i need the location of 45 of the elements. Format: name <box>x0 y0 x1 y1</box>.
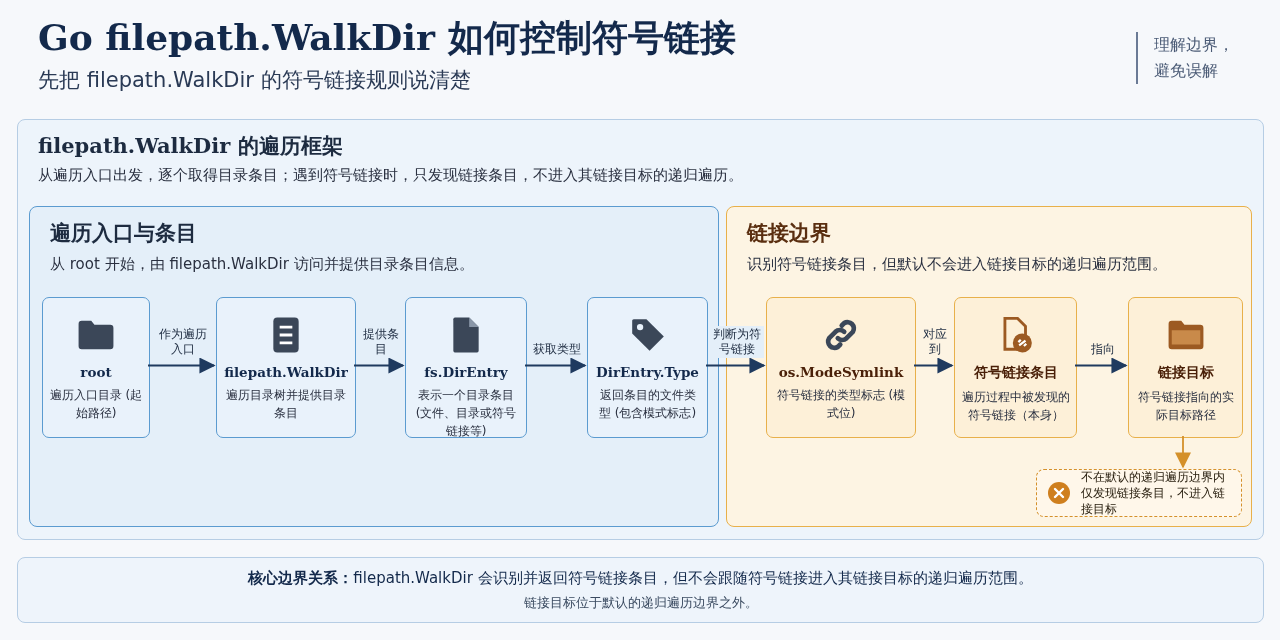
arrow <box>353 357 405 374</box>
concept-card <box>954 297 1077 438</box>
callout-text: 仅发现链接条目，不进入链接目标 <box>1081 485 1226 517</box>
card-description: 遍历过程中被发现的符号链接（本身） <box>961 389 1070 424</box>
card-title: 链接目标 <box>1157 364 1214 382</box>
callout-title: 不在默认的递归遍历边界内 <box>1081 469 1226 485</box>
arrow <box>147 357 216 374</box>
card-description: 符号链接指向的实际目标路径 <box>1136 389 1235 424</box>
card-description: 遍历入口目录 (起始路径) <box>49 387 143 422</box>
card-title: DirEntry.Type <box>596 364 699 380</box>
card-description: 返回条目的文件类型 (包含模式标志) <box>597 387 698 422</box>
section-panel <box>17 119 1264 540</box>
section-description: 识别符号链接条目，但默认不会进入链接目标的递归遍历范围。 <box>747 255 1167 274</box>
arrow <box>913 357 954 374</box>
summary-banner <box>17 557 1264 623</box>
concept-card <box>216 297 356 438</box>
card-title: root <box>80 364 112 380</box>
subtitle: 先把 filepath.WalkDir 的符号链接规则说清楚 <box>38 67 471 94</box>
card-description: 表示一个目录条目 (文件、目录或符号链接等) <box>414 387 518 440</box>
summary-text: 核心边界关系：filepath.WalkDir 会识别并返回符号链接条目，但不会跟随符号链接进入其链接目标的递归遍历范围。 <box>248 568 1033 588</box>
section-title: 遍历入口与条目 <box>50 219 197 247</box>
arrow <box>705 357 766 374</box>
warning-callout <box>1036 469 1242 517</box>
card-title: os.ModeSymlink <box>778 364 904 380</box>
title: Go filepath.WalkDir 如何控制符号链接 <box>38 15 736 60</box>
card-title: fs.DirEntry <box>424 364 508 380</box>
concept-card <box>1128 297 1243 438</box>
card-description: 符号链接的类型标志 (模式位) <box>775 387 907 422</box>
arrow <box>1074 357 1128 374</box>
edge-label: 判断为符号链接 <box>710 325 764 358</box>
card-title: filepath.WalkDir <box>224 364 348 380</box>
arrow <box>1174 435 1192 469</box>
summary-note: 链接目标位于默认的递归遍历边界之外。 <box>523 593 758 612</box>
section-description: 从 root 开始，由 filepath.WalkDir 访问并提供目录条目信息。 <box>50 255 474 274</box>
card-description: 遍历目录树并提供目录条目 <box>225 387 347 422</box>
side-note: 理解边界，避免误解 <box>1136 32 1246 84</box>
card-title: 符号链接条目 <box>973 364 1058 382</box>
arrow <box>524 357 587 374</box>
section-title: filepath.WalkDir 的遍历框架 <box>38 132 343 160</box>
section-description: 从遍历入口出发，逐个取得目录条目；遇到符号链接时，只发现链接条目，不进入其链接目标的递归遍历。 <box>38 166 743 185</box>
section-title: 链接边界 <box>747 219 831 247</box>
concept-card <box>42 297 150 438</box>
concept-card <box>766 297 916 438</box>
concept-card <box>587 297 708 438</box>
concept-card <box>405 297 527 438</box>
